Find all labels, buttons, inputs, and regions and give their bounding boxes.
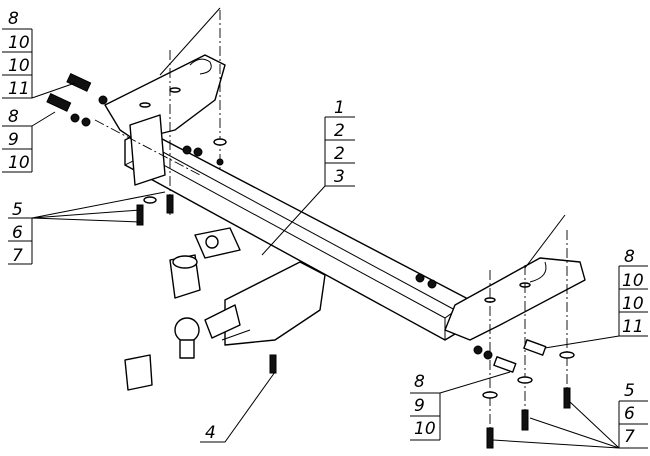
callout-number: 7 <box>624 427 635 447</box>
callout-number: 10 <box>8 153 30 173</box>
callout-number: 4 <box>205 423 216 443</box>
callout-number: 8 <box>8 107 19 127</box>
callout-number: 9 <box>414 396 425 416</box>
right-mounting-bracket <box>444 257 586 341</box>
callout-number: 10 <box>622 294 644 314</box>
fasteners <box>46 7 575 449</box>
callout-number: 2 <box>334 144 345 164</box>
callout-number: 2 <box>334 121 345 141</box>
callout-number: 1 <box>334 98 345 118</box>
ball-mount <box>124 227 326 391</box>
callout-number: 8 <box>624 247 635 267</box>
callout-number: 5 <box>624 381 635 401</box>
callout-left-mid: 8 9 10 <box>2 107 56 173</box>
callout-number: 10 <box>8 56 30 76</box>
callout-number: 10 <box>622 271 644 291</box>
callout-number: 10 <box>414 419 436 439</box>
callout-number: 11 <box>622 317 644 337</box>
callout-bottom-left: 4 <box>200 371 276 443</box>
left-mounting-bracket <box>104 54 226 186</box>
callout-left-bottom: 5 6 7 <box>8 191 166 266</box>
callout-number: 5 <box>12 200 23 220</box>
callout-number: 6 <box>624 404 635 424</box>
callout-number: 8 <box>8 9 19 29</box>
callout-number: 8 <box>414 372 425 392</box>
callout-number: 11 <box>8 79 30 99</box>
callout-bottom-mid: 8 9 10 <box>410 371 511 441</box>
callout-center: 1 2 2 3 <box>261 98 355 256</box>
callout-number: 3 <box>334 167 345 187</box>
callout-right-top: 8 10 10 11 <box>544 247 648 349</box>
callout-right-bottom: 5 6 7 <box>492 381 648 449</box>
callout-number: 10 <box>8 33 30 53</box>
callout-number: 9 <box>8 130 19 150</box>
callout-number: 6 <box>12 223 23 243</box>
callout-left-top: 8 10 10 11 <box>2 9 76 99</box>
callout-number: 7 <box>12 246 23 266</box>
